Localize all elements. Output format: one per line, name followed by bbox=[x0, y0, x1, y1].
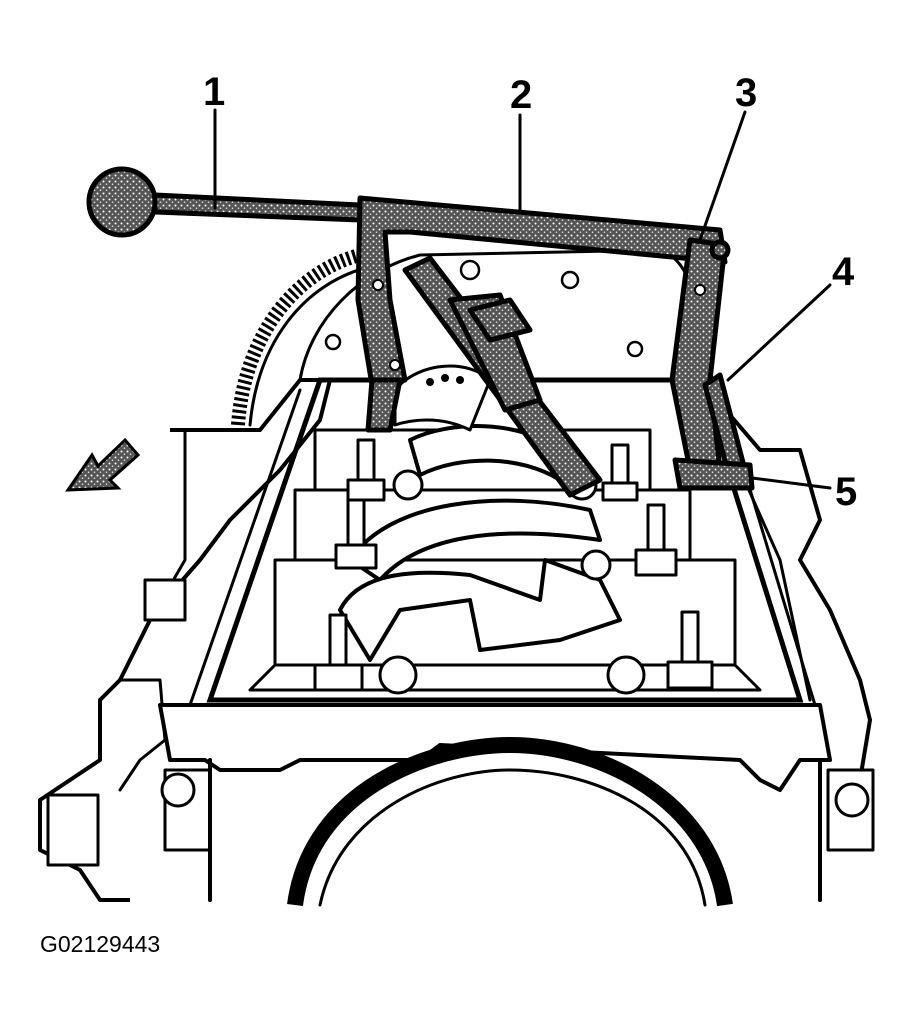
engine-block bbox=[38, 377, 875, 902]
figure-id: G02129443 bbox=[40, 931, 160, 957]
bolt bbox=[666, 610, 714, 690]
bolt bbox=[601, 443, 639, 502]
bolt bbox=[378, 655, 418, 695]
bolt bbox=[606, 655, 646, 695]
bolt bbox=[834, 782, 870, 818]
bolt bbox=[392, 469, 424, 501]
callout-leaders bbox=[213, 108, 832, 490]
bolts bbox=[160, 438, 870, 818]
callout-3: 3 bbox=[735, 71, 757, 115]
callout-5: 5 bbox=[835, 470, 857, 514]
bolt bbox=[334, 498, 378, 570]
crankshaft bbox=[338, 364, 622, 662]
callout-1: 1 bbox=[203, 70, 225, 114]
tool-handle bbox=[86, 166, 363, 238]
callout-4: 4 bbox=[832, 250, 855, 294]
front-direction-arrow bbox=[65, 437, 141, 492]
tool-right-leg bbox=[669, 237, 748, 483]
bolt bbox=[160, 772, 196, 808]
crankshaft-holding-tool bbox=[86, 166, 755, 498]
bolt bbox=[313, 613, 364, 692]
front-pulley bbox=[287, 736, 733, 907]
bolt bbox=[346, 438, 386, 502]
bolt bbox=[634, 503, 678, 577]
callout-2: 2 bbox=[510, 73, 532, 117]
tool-brace-arm bbox=[402, 255, 603, 498]
tool-foot bbox=[672, 457, 755, 491]
bolt bbox=[580, 549, 612, 581]
